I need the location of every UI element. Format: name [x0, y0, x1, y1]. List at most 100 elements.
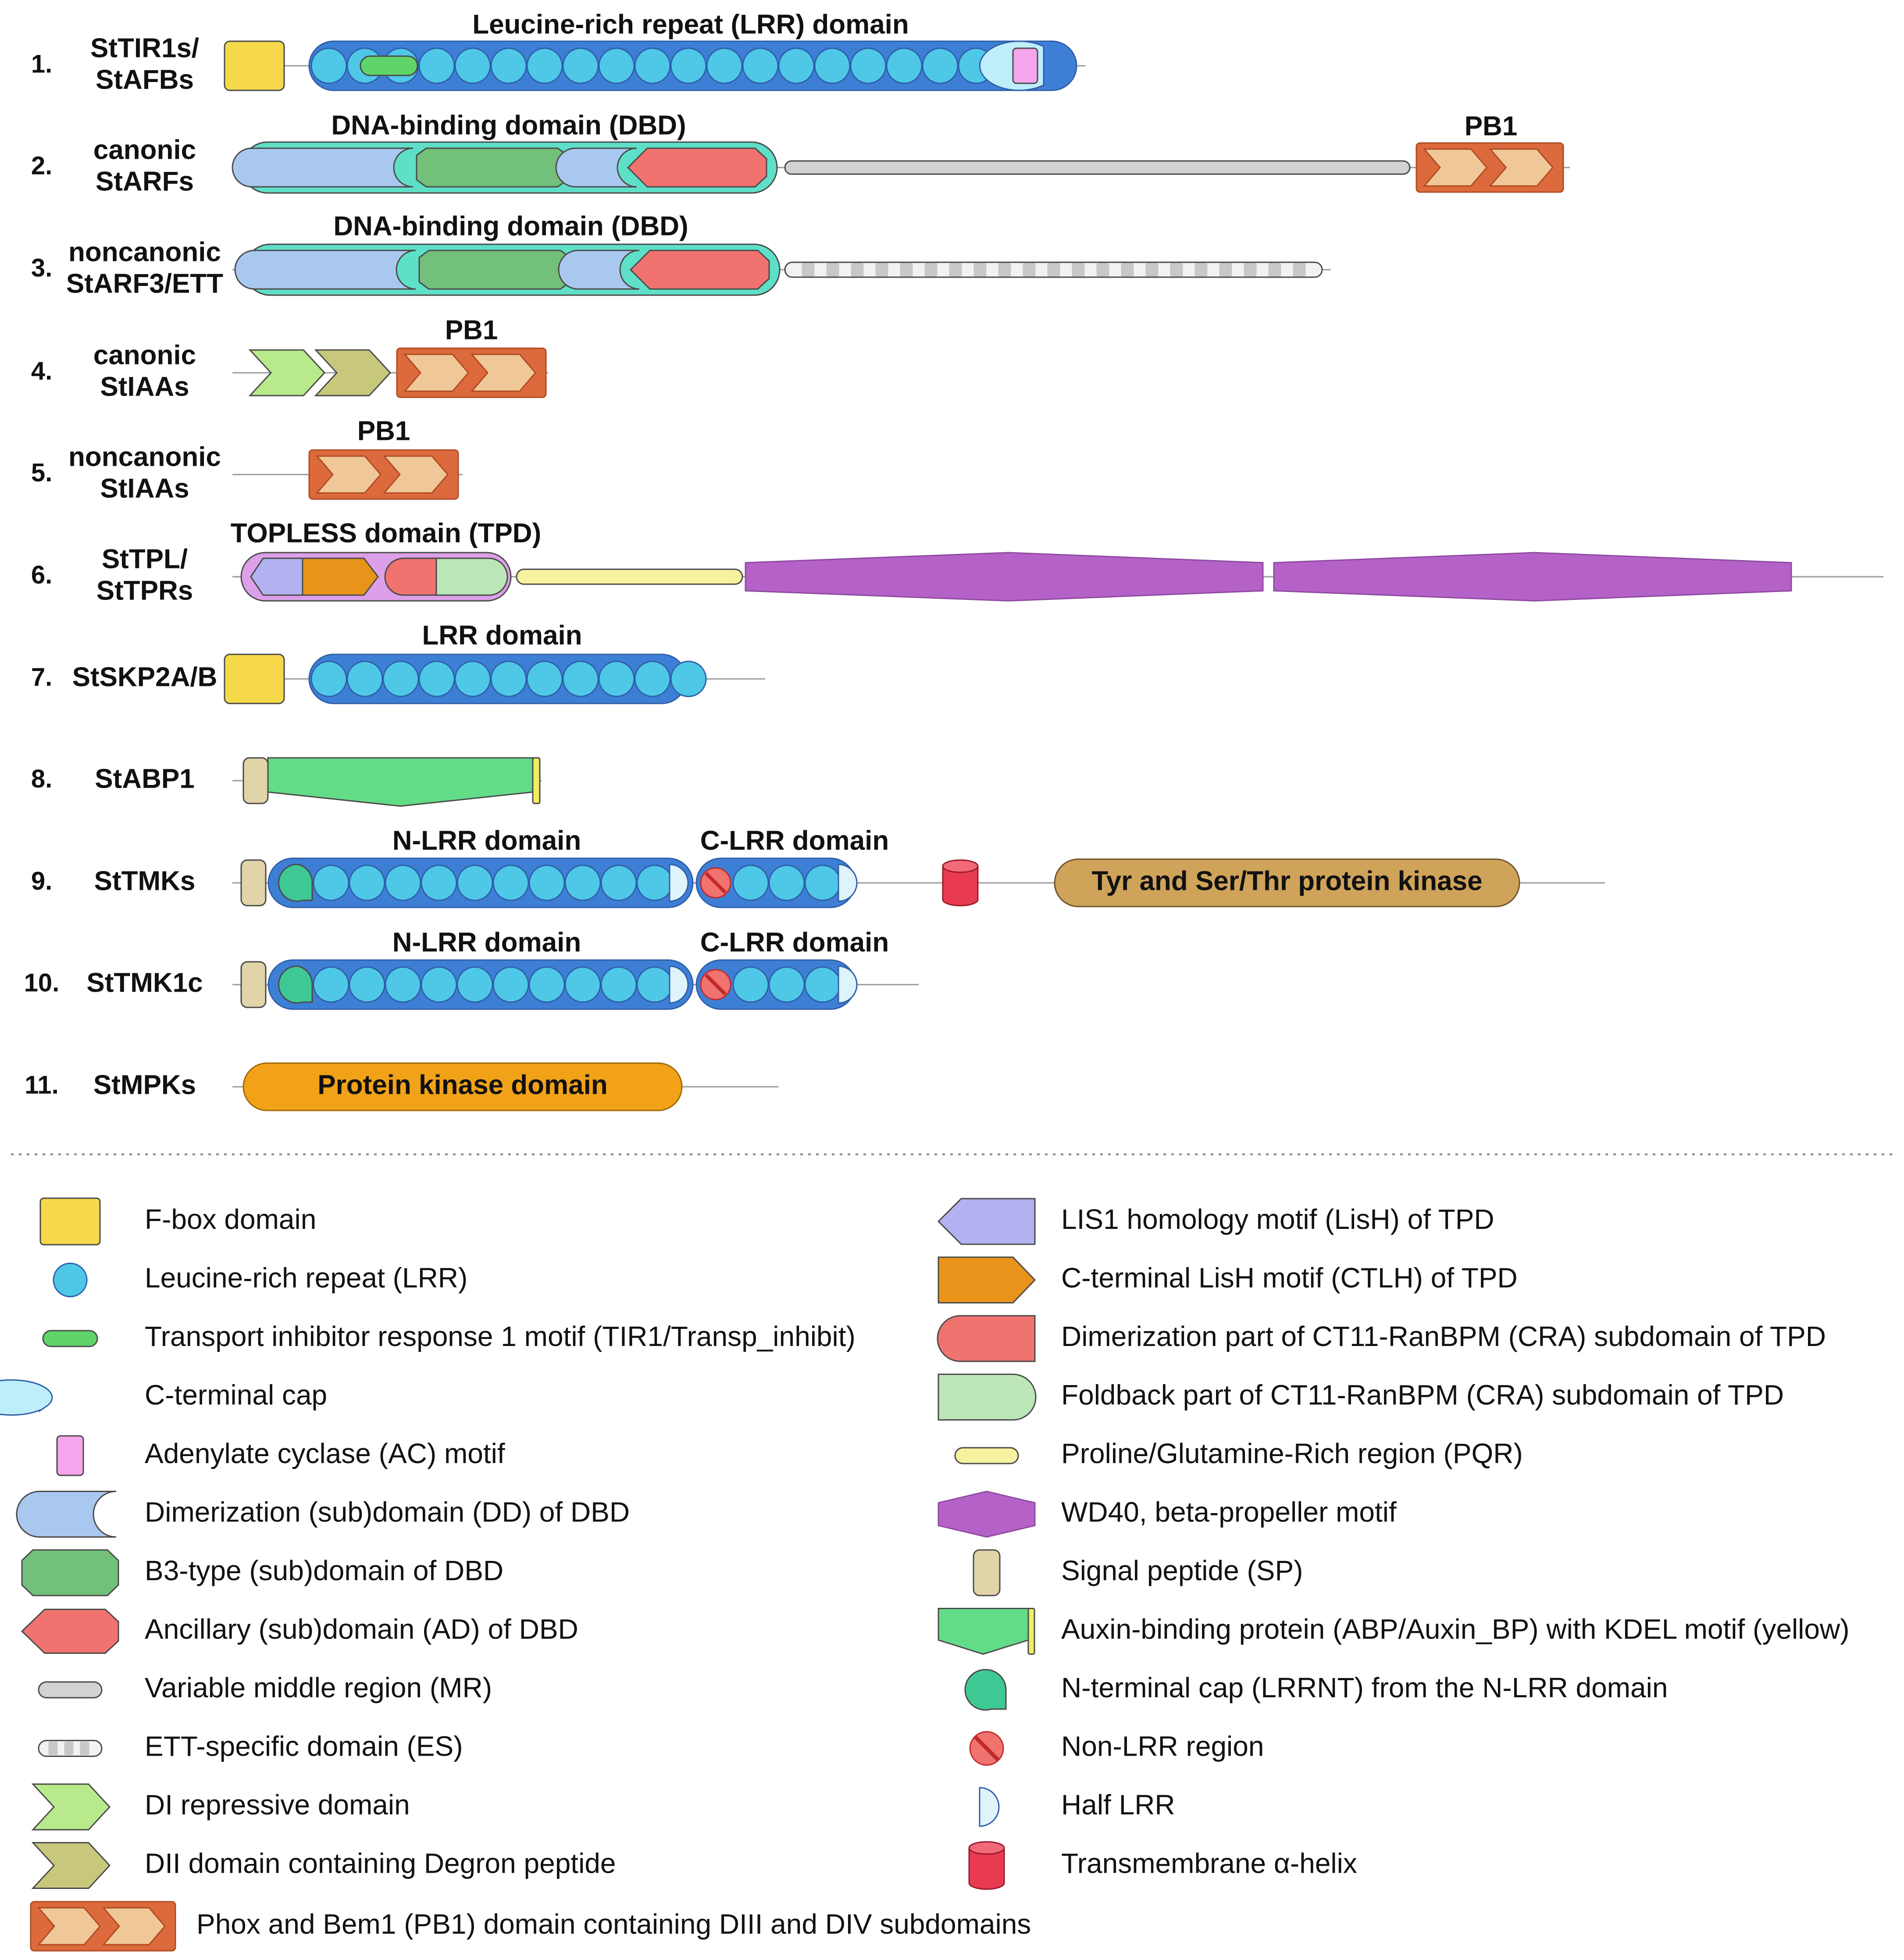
protein-name-line: noncanonic — [68, 442, 221, 472]
di-icon — [31, 1783, 111, 1831]
lrr-circle — [526, 47, 563, 84]
protein-name-line: StIAAs — [100, 473, 189, 503]
lrrnt-icon — [964, 1669, 1007, 1711]
lrr-circle — [490, 660, 527, 697]
es-stripe — [802, 263, 815, 277]
dd-subdomain — [232, 147, 414, 188]
ac-motif — [1012, 47, 1038, 84]
es-stripe — [1023, 263, 1036, 277]
di-repressive-domain — [248, 349, 326, 396]
lrr-circle — [454, 47, 491, 84]
es-stripe — [1194, 263, 1208, 277]
legend-item: Transport inhibitor response 1 motif (TI… — [42, 1321, 856, 1352]
lrr-circle — [598, 47, 635, 84]
protein-number: 5. — [31, 458, 52, 487]
domain-label: TOPLESS domain (TPD) — [231, 518, 541, 548]
pb1-chevron — [1423, 148, 1488, 187]
lrr-circle — [670, 660, 707, 697]
lrr-circle — [634, 660, 671, 697]
legend-item: DI repressive domain — [31, 1783, 410, 1831]
non-lrr-slash — [705, 872, 727, 894]
variable-middle-region — [784, 160, 1411, 175]
legend-item: F-box domain — [39, 1197, 316, 1246]
lrr-circle — [313, 966, 349, 1003]
pqr-icon — [954, 1447, 1019, 1464]
protein-number: 3. — [31, 253, 52, 282]
domain-label: C-LRR domain — [700, 825, 889, 856]
pb1-chevron — [315, 455, 382, 494]
lrr-circle — [804, 864, 841, 901]
protein-name-line: canonic — [93, 135, 196, 165]
es-stripe — [998, 263, 1011, 277]
lrr-circle — [804, 966, 841, 1003]
es-stripe — [924, 263, 938, 277]
protein-name: StSKP2A/B — [72, 662, 217, 692]
lrr-circle — [670, 47, 707, 84]
c-terminal-cap-icon — [0, 1379, 53, 1416]
ad-subdomain — [629, 250, 770, 290]
cra-foldback-icon — [938, 1374, 1037, 1421]
lrr-circle — [564, 864, 601, 901]
b3-subdomain — [418, 250, 571, 290]
protein-row-8: 8.StABP1 — [31, 757, 542, 807]
lrr-circle — [454, 660, 491, 697]
legend-item: Dimerization part of CT11-RanBPM (CRA) s… — [937, 1315, 1826, 1362]
wd40-icon — [938, 1490, 1036, 1538]
domain-label: LRR domain — [422, 620, 582, 650]
protein-name: StABP1 — [95, 764, 194, 794]
lrr-circle — [526, 660, 563, 697]
legend-label: F-box domain — [145, 1203, 316, 1235]
cra-dimer-icon — [937, 1315, 1036, 1362]
dd-icon — [16, 1491, 117, 1538]
f-box-icon — [39, 1197, 101, 1246]
transmembrane-icon — [968, 1841, 1005, 1890]
lrr-circle — [418, 660, 455, 697]
signal-peptide — [242, 757, 269, 804]
lrr-circle — [600, 966, 637, 1003]
legend-item: ETT-specific domain (ES) — [38, 1730, 463, 1762]
protein-name-line: StARF3/ETT — [66, 268, 223, 299]
non-lrr-slash — [705, 974, 727, 996]
lrr-circle — [732, 864, 769, 901]
domain-label: PB1 — [357, 416, 410, 446]
lrr-circle — [598, 660, 635, 697]
lrr-circle — [922, 47, 959, 84]
dii-degron-domain — [314, 349, 392, 396]
legend-item: N-terminal cap (LRRNT) from the N-LRR do… — [964, 1669, 1668, 1711]
auxin-binding-protein — [267, 757, 534, 807]
pb1-chevron — [37, 1907, 101, 1946]
lrr-circle — [814, 47, 851, 84]
es-stripe — [900, 263, 913, 277]
legend-item: DII domain containing Degron peptide — [31, 1842, 616, 1889]
es-stripe — [48, 1742, 58, 1755]
legend-label: Signal peptide (SP) — [1061, 1555, 1303, 1586]
dd-subdomain-2 — [558, 250, 640, 290]
es-stripe — [1072, 263, 1085, 277]
legend-label: Auxin-binding protein (ABP/Auxin_BP) wit… — [1061, 1613, 1850, 1645]
lrr-circle — [768, 966, 805, 1003]
legend-label: C-terminal cap — [145, 1379, 327, 1410]
es-stripe — [1268, 263, 1281, 277]
legend-right-column: LIS1 homology motif (LisH) of TPDC-termi… — [937, 1198, 1850, 1890]
legend-label: N-terminal cap (LRRNT) from the N-LRR do… — [1061, 1672, 1668, 1703]
legend-item: Adenylate cyclase (AC) motif — [56, 1435, 505, 1476]
lrr-circle — [346, 660, 383, 697]
lrr-circle — [886, 47, 923, 84]
tm-top — [942, 859, 979, 873]
protein-number: 10. — [24, 968, 60, 997]
es-stripe — [1170, 263, 1183, 277]
lrr-icon — [53, 1263, 88, 1297]
half-lrr — [838, 864, 858, 902]
legend-label: C-terminal LisH motif (CTLH) of TPD — [1061, 1262, 1518, 1293]
protein-name-line: canonic — [93, 340, 196, 370]
half-lrr — [669, 965, 689, 1004]
es-stripe — [875, 263, 888, 277]
ctlh-icon — [938, 1257, 1036, 1303]
kinase-label: Tyr and Ser/Thr protein kinase — [1091, 866, 1482, 896]
lrr-circle — [385, 864, 421, 901]
signal-peptide-icon — [973, 1549, 1001, 1596]
protein-name-line: StAFBs — [96, 64, 194, 95]
lrrnt-cap — [278, 864, 313, 902]
lrr-circle — [636, 966, 673, 1003]
protein-name-line: StIAAs — [100, 371, 189, 402]
